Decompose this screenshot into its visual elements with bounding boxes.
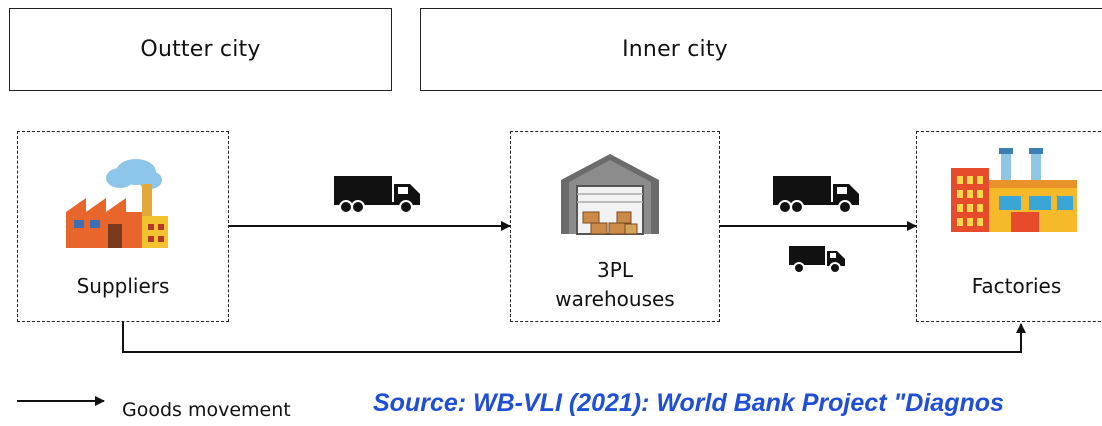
arrow-suppliers-to-factories <box>122 322 1026 353</box>
outer-city-box: Outter city <box>9 8 392 91</box>
inner-city-label: Inner city <box>622 37 728 62</box>
source-citation: Source: WB-VLI (2021): World Bank Projec… <box>373 389 1004 417</box>
warehouse-label-line2: warehouses <box>555 287 675 311</box>
warehouse-icon <box>561 154 659 235</box>
suppliers-node: Suppliers <box>17 131 229 322</box>
small-truck-icon <box>789 246 845 274</box>
outer-city-label: Outter city <box>140 37 261 62</box>
factories-label: Factories <box>971 274 1062 298</box>
warehouse-label-line1: 3PL <box>597 258 633 282</box>
inner-city-box: Inner city <box>420 8 1102 91</box>
factories-node: Factories <box>916 131 1102 322</box>
legend-label: Goods movement <box>122 399 291 421</box>
truck-icon <box>334 176 420 214</box>
warehouse-node: 3PL warehouses <box>510 131 720 322</box>
suppliers-label: Suppliers <box>76 274 170 298</box>
factory-smoke-icon <box>66 159 168 248</box>
factory-building-icon <box>951 148 1077 232</box>
truck-icon-large <box>773 176 859 214</box>
